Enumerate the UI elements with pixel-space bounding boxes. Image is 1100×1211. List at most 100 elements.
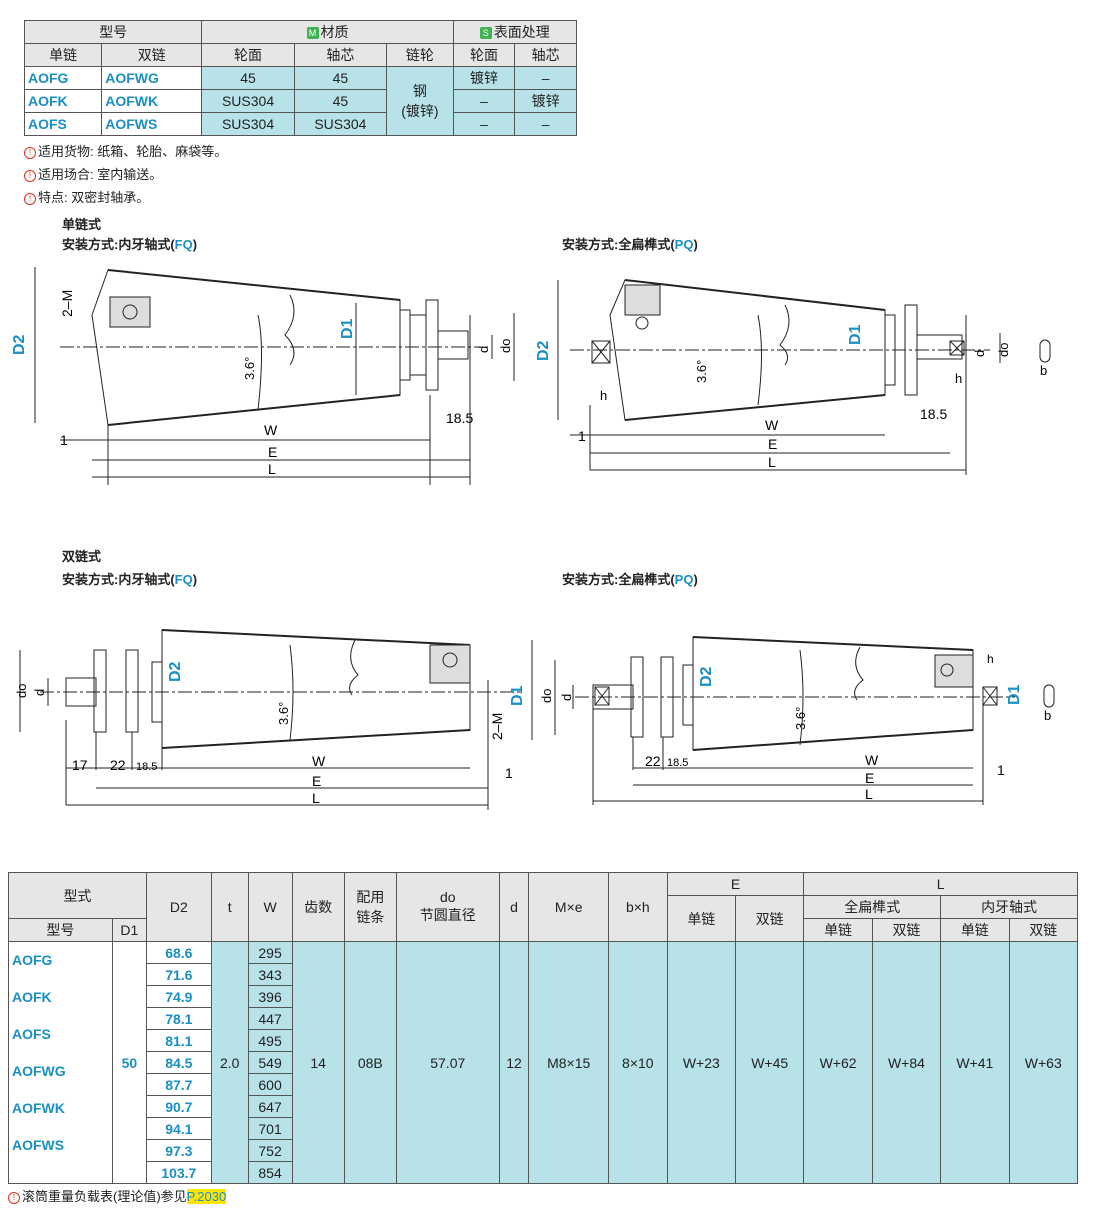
dim-d: d <box>972 350 987 357</box>
cell-l-fq-double: W+63 <box>1008 941 1078 1184</box>
dim-1: 1 <box>578 428 586 444</box>
double-fq-label: 安装方式:内牙轴式(FQ) <box>62 572 198 587</box>
cell-w: 752 <box>247 1139 293 1162</box>
cell-d: 12 <box>498 941 530 1184</box>
model-single: AOFS <box>23 112 103 136</box>
header-wheel: 轮面 <box>201 43 295 67</box>
dim-d1: D1 <box>847 324 864 345</box>
page-ref-link[interactable]: P.2030 <box>186 1189 227 1204</box>
surface-badge: S <box>479 27 492 40</box>
cell-me: M8×15 <box>528 941 610 1184</box>
info-icon: ! <box>24 146 36 159</box>
cell-e-single: W+23 <box>666 941 737 1184</box>
header-fq-double: 双链 <box>1008 918 1078 942</box>
cell-bh: 8×10 <box>608 941 668 1184</box>
header-chain: 配用链条 <box>343 872 397 942</box>
single-pq-label: 安装方式:全扁榫式(PQ) <box>562 237 698 252</box>
header-e-single: 单链 <box>666 895 737 942</box>
drawing-single-pq: D2 D1 3.6° d do h h b 1 W 18.5 E L <box>535 279 1051 475</box>
cell-d2: 103.7 <box>145 1161 212 1184</box>
note-goods: !适用货物: 纸箱、轮胎、麻袋等。 <box>24 141 227 160</box>
cell-w: 647 <box>247 1095 293 1118</box>
model-name: AOFWS <box>12 1137 65 1153</box>
cell-d2: 97.3 <box>145 1139 212 1162</box>
cell-l-pq-single: W+62 <box>803 941 873 1184</box>
dim-1: 1 <box>505 765 513 781</box>
dim-18-5: 18.5 <box>920 406 947 422</box>
note-place: !适用场合: 室内输送。 <box>24 164 162 183</box>
double-chain-title: 双链式 <box>62 549 102 564</box>
cell-d2: 74.9 <box>145 985 212 1008</box>
header-type: 型式 <box>8 872 147 919</box>
dim-b: b <box>1044 708 1051 723</box>
dim-d1: D1 <box>339 318 356 339</box>
cell-w: 854 <box>247 1161 293 1184</box>
dim-d2: D2 <box>698 666 715 687</box>
cell-w: 343 <box>247 963 293 986</box>
dim-18-5: 18.5 <box>136 761 157 773</box>
dim-b: b <box>1040 363 1047 378</box>
header-surface-wheel: 轮面 <box>452 43 516 67</box>
cell-shaft: 45 <box>293 89 388 113</box>
cell-wheel: SUS304 <box>201 112 295 136</box>
single-chain-title: 单链式 <box>62 217 102 232</box>
cell-shaft: 45 <box>293 66 388 90</box>
table-row: 71.6 343 <box>9 963 1078 986</box>
header-single: 单链 <box>23 43 103 67</box>
cell-d2: 68.6 <box>145 941 212 964</box>
dim-e: E <box>268 444 277 460</box>
header-pq-double: 双链 <box>871 918 942 942</box>
header-surface-shaft: 轴芯 <box>514 43 577 67</box>
dim-l: L <box>312 790 320 806</box>
model-name: AOFS <box>12 1026 51 1042</box>
table-row: 90.7 647 <box>9 1095 1078 1118</box>
single-fq-label: 安装方式:内牙轴式(FQ) <box>62 237 198 252</box>
dim-18-5: 18.5 <box>667 757 688 769</box>
dim-d: d <box>476 346 491 353</box>
dim-1: 1 <box>997 762 1005 778</box>
cell-w: 549 <box>247 1051 293 1074</box>
double-pq-label: 安装方式:全扁榫式(PQ) <box>562 572 698 587</box>
header-pq: 全扁榫式 <box>803 895 942 919</box>
cell-d2: 90.7 <box>145 1095 212 1118</box>
dim-l: L <box>768 454 776 470</box>
dim-l: L <box>865 786 873 802</box>
dim-d: d <box>559 694 574 701</box>
cell-surface-wheel: – <box>452 112 516 136</box>
material-badge: M <box>306 27 319 40</box>
model-double: AOFWK <box>101 89 203 113</box>
drawing-single-fq: D2 2–M D1 3.6° d do 1 W 18.5 E L <box>11 267 515 485</box>
cell-d2: 87.7 <box>145 1073 212 1096</box>
cell-chain: 08B <box>343 941 397 1184</box>
cell-w: 295 <box>247 941 293 964</box>
cell-w: 600 <box>247 1073 293 1096</box>
model-name: AOFWG <box>12 1063 66 1079</box>
cell-d2: 71.6 <box>145 963 212 986</box>
table-row: AOFS AOFWS SUS304 SUS304 – – <box>23 112 577 136</box>
dim-22: 22 <box>110 757 126 773</box>
table-row: AOFK AOFWK SUS304 45 – 镀锌 <box>23 89 577 113</box>
header-d2: D2 <box>145 872 212 942</box>
cell-t: 2.0 <box>210 941 249 1184</box>
header-bh: b×h <box>608 872 668 942</box>
dim-22: 22 <box>645 753 661 769</box>
header-t: t <box>210 872 249 942</box>
cell-d2: 78.1 <box>145 1007 212 1030</box>
header-pq-single: 单链 <box>803 918 873 942</box>
model-single: AOFG <box>23 66 103 90</box>
cell-surface-shaft: – <box>514 112 577 136</box>
dim-e: E <box>865 770 874 786</box>
model-name: AOFWK <box>12 1100 65 1116</box>
dim-do: do <box>996 343 1011 357</box>
header-model: 型号 <box>23 20 203 44</box>
model-double: AOFWG <box>101 66 203 90</box>
dim-d2: D2 <box>11 334 28 355</box>
dim-d: d <box>32 689 47 696</box>
model-single: AOFK <box>23 89 103 113</box>
